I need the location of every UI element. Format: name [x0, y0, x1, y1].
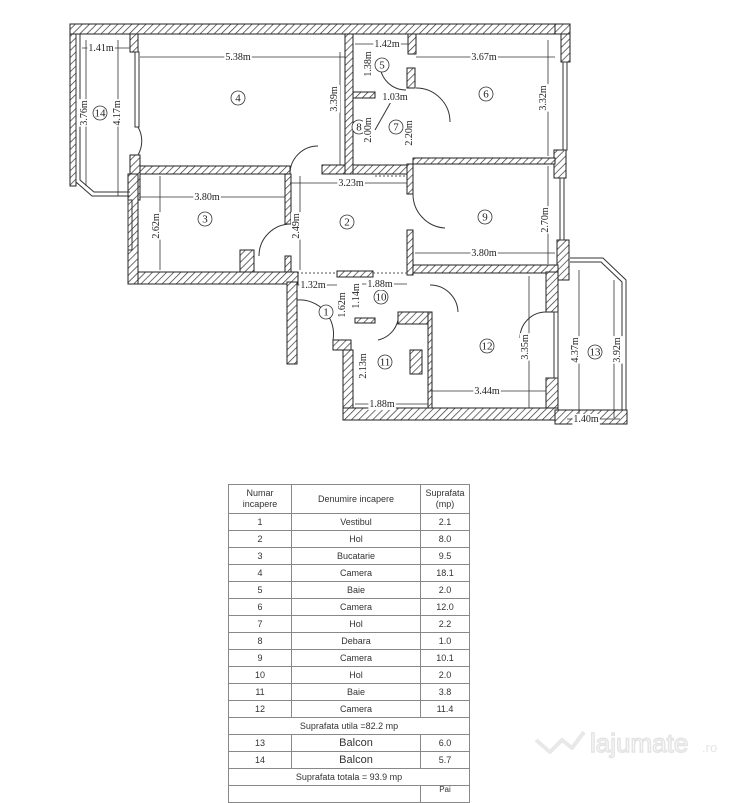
- watermark-suffix: .ro: [702, 740, 717, 755]
- dimension-label: 1.38m: [363, 51, 374, 77]
- dimension-label: 1.88m: [367, 279, 393, 290]
- room-marker: 1: [318, 304, 334, 320]
- svg-text:1: 1: [323, 307, 329, 319]
- dimension-label: 2.00m: [363, 117, 374, 143]
- table-row-cutoff: Pai: [228, 785, 470, 803]
- dimension-label: 2.20m: [404, 120, 415, 146]
- room-marker: 3: [197, 211, 213, 227]
- lajumate-watermark: lajumate .ro: [534, 727, 717, 759]
- header-room-name: Denumire incapere: [291, 484, 421, 514]
- svg-text:12: 12: [482, 341, 493, 353]
- room-marker: 9: [477, 209, 493, 225]
- svg-text:8: 8: [356, 122, 362, 134]
- svg-text:11: 11: [380, 357, 391, 369]
- svg-text:6: 6: [483, 89, 489, 101]
- svg-text:13: 13: [590, 347, 602, 359]
- dimension-label: 3.23m: [338, 178, 364, 189]
- dimension-label: 3.44m: [474, 386, 500, 397]
- walls: [69, 23, 628, 425]
- dimension-label: 1.41m: [88, 43, 114, 54]
- svg-text:7: 7: [393, 122, 399, 134]
- svg-text:3: 3: [202, 214, 208, 226]
- dimension-label: 3.32m: [538, 85, 549, 111]
- dimension-label: 3.80m: [471, 248, 497, 259]
- dimension-label: 5.38m: [225, 52, 251, 63]
- dimension-label: 2.49m: [291, 213, 302, 239]
- room-marker: 2: [339, 214, 355, 230]
- svg-text:10: 10: [376, 292, 388, 304]
- svg-text:2: 2: [344, 217, 350, 229]
- dimension-label: 3.80m: [194, 192, 220, 203]
- svg-text:5: 5: [379, 60, 385, 72]
- dimension-label: 1.42m: [374, 39, 400, 50]
- dimension-label: 1.14m: [351, 283, 362, 309]
- room-marker: 14: [92, 105, 108, 121]
- room-marker: 4: [230, 90, 246, 106]
- dimension-label: 3.92m: [612, 337, 623, 363]
- dimension-label: 4.37m: [570, 337, 581, 363]
- svg-text:9: 9: [482, 212, 488, 224]
- header-area: Suprafata(mp): [420, 484, 470, 514]
- dashed-openings: [297, 175, 407, 274]
- room-marker: 12: [479, 338, 495, 354]
- dimension-label: 1.03m: [382, 92, 408, 103]
- watermark-text: lajumate: [590, 728, 688, 758]
- dimension-label: 2.62m: [151, 213, 162, 239]
- room-marker: 11: [377, 354, 393, 370]
- dimension-label: 3.39m: [329, 86, 340, 112]
- dimension-label: 3.35m: [520, 334, 531, 360]
- dimension-label: 3.76m: [79, 100, 90, 126]
- dimension-label: 1.62m: [337, 292, 348, 318]
- svg-text:14: 14: [95, 108, 107, 120]
- dimension-label: 1.88m: [369, 399, 395, 410]
- dimension-label: 2.13m: [358, 353, 369, 379]
- room-marker: 13: [587, 344, 603, 360]
- svg-text:4: 4: [235, 93, 241, 105]
- useful-area-row: Suprafata utila =82.2 mp: [228, 717, 470, 735]
- room-marker: 10: [373, 289, 389, 305]
- room-marker: 7: [388, 119, 404, 135]
- lajumate-logo-icon: [534, 730, 586, 754]
- dimension-label: 1.32m: [300, 280, 326, 291]
- dimension-label: 4.17m: [112, 100, 123, 126]
- room-marker: 6: [478, 86, 494, 102]
- room-marker: 5: [374, 57, 390, 73]
- total-area-row: Suprafata totala = 93.9 mp: [228, 768, 470, 786]
- dimension-label: 2.70m: [540, 207, 551, 233]
- dimension-label: 3.67m: [471, 52, 497, 63]
- dimension-label: 1.40m: [573, 414, 599, 425]
